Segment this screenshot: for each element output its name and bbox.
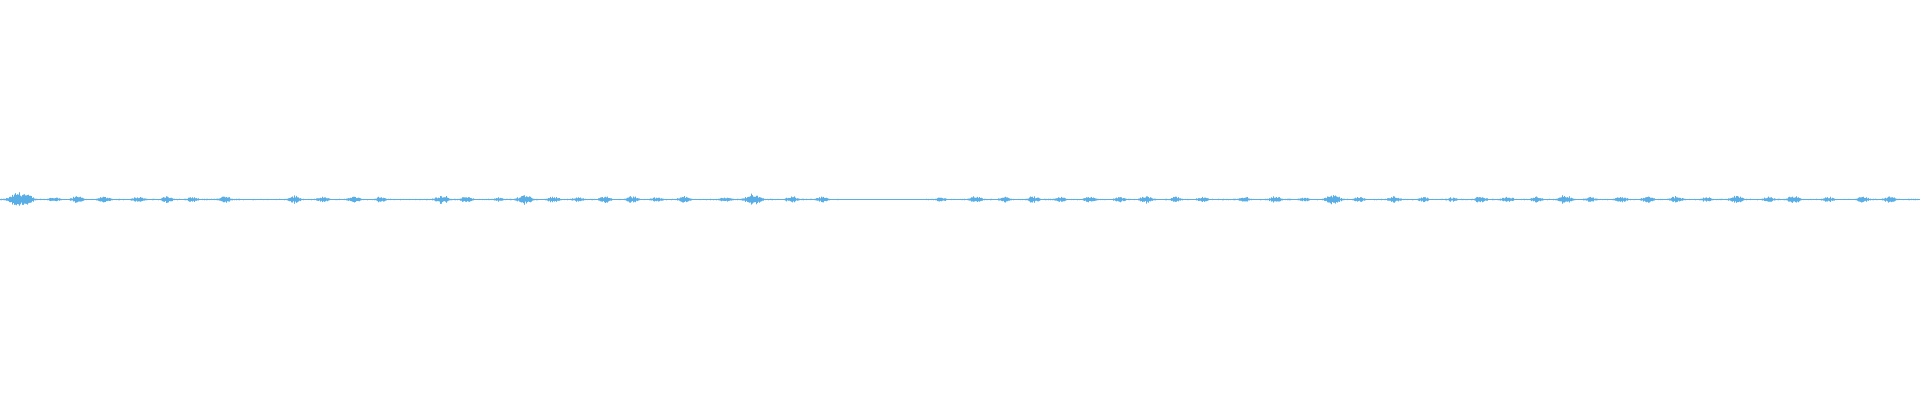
- waveform-trace: [0, 192, 1920, 206]
- waveform-samples: [0, 192, 1920, 206]
